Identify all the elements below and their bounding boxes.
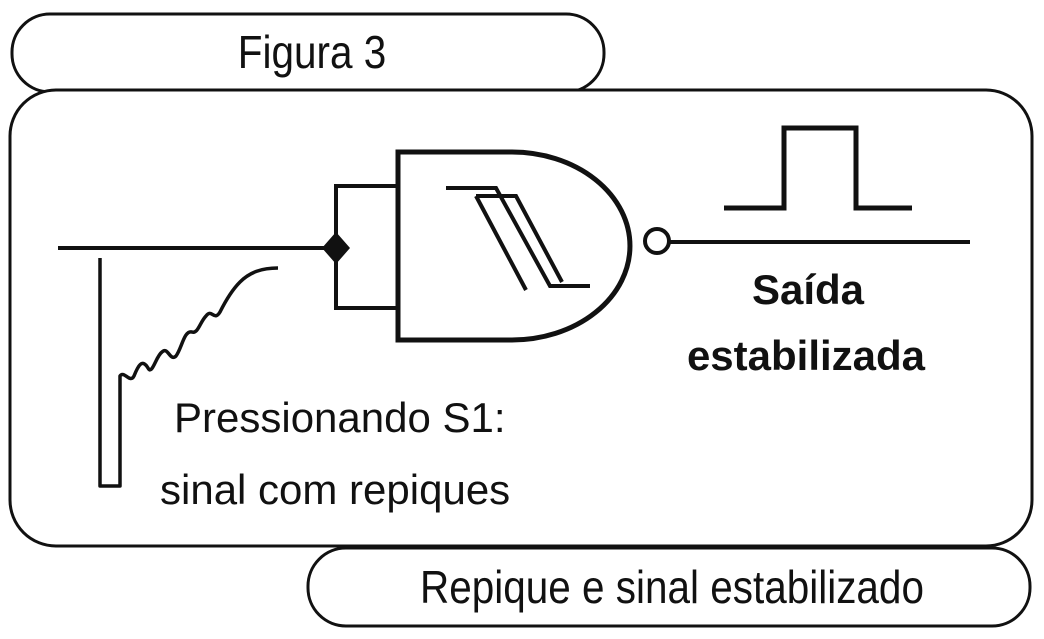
input-label-line1: Pressionando S1: xyxy=(174,394,506,441)
bouncing-signal-icon xyxy=(98,258,279,488)
square-pulse-icon xyxy=(724,125,912,211)
nand-schmitt-gate-icon xyxy=(395,149,633,343)
inversion-bubble xyxy=(643,227,671,255)
schmitt-hysteresis-icon xyxy=(446,186,590,291)
gate-input-wires xyxy=(334,184,398,310)
figure-caption: Repique e sinal estabilizado xyxy=(420,563,924,614)
figure-title: Figura 3 xyxy=(238,28,386,79)
figure-caption-box: Repique e sinal estabilizado xyxy=(306,546,1032,628)
output-label-line2: estabilizada xyxy=(687,332,926,379)
figure-title-box: Figura 3 xyxy=(10,12,606,94)
output-label-line1: Saída xyxy=(752,266,865,313)
input-label-line2: sinal com repiques xyxy=(160,466,510,513)
